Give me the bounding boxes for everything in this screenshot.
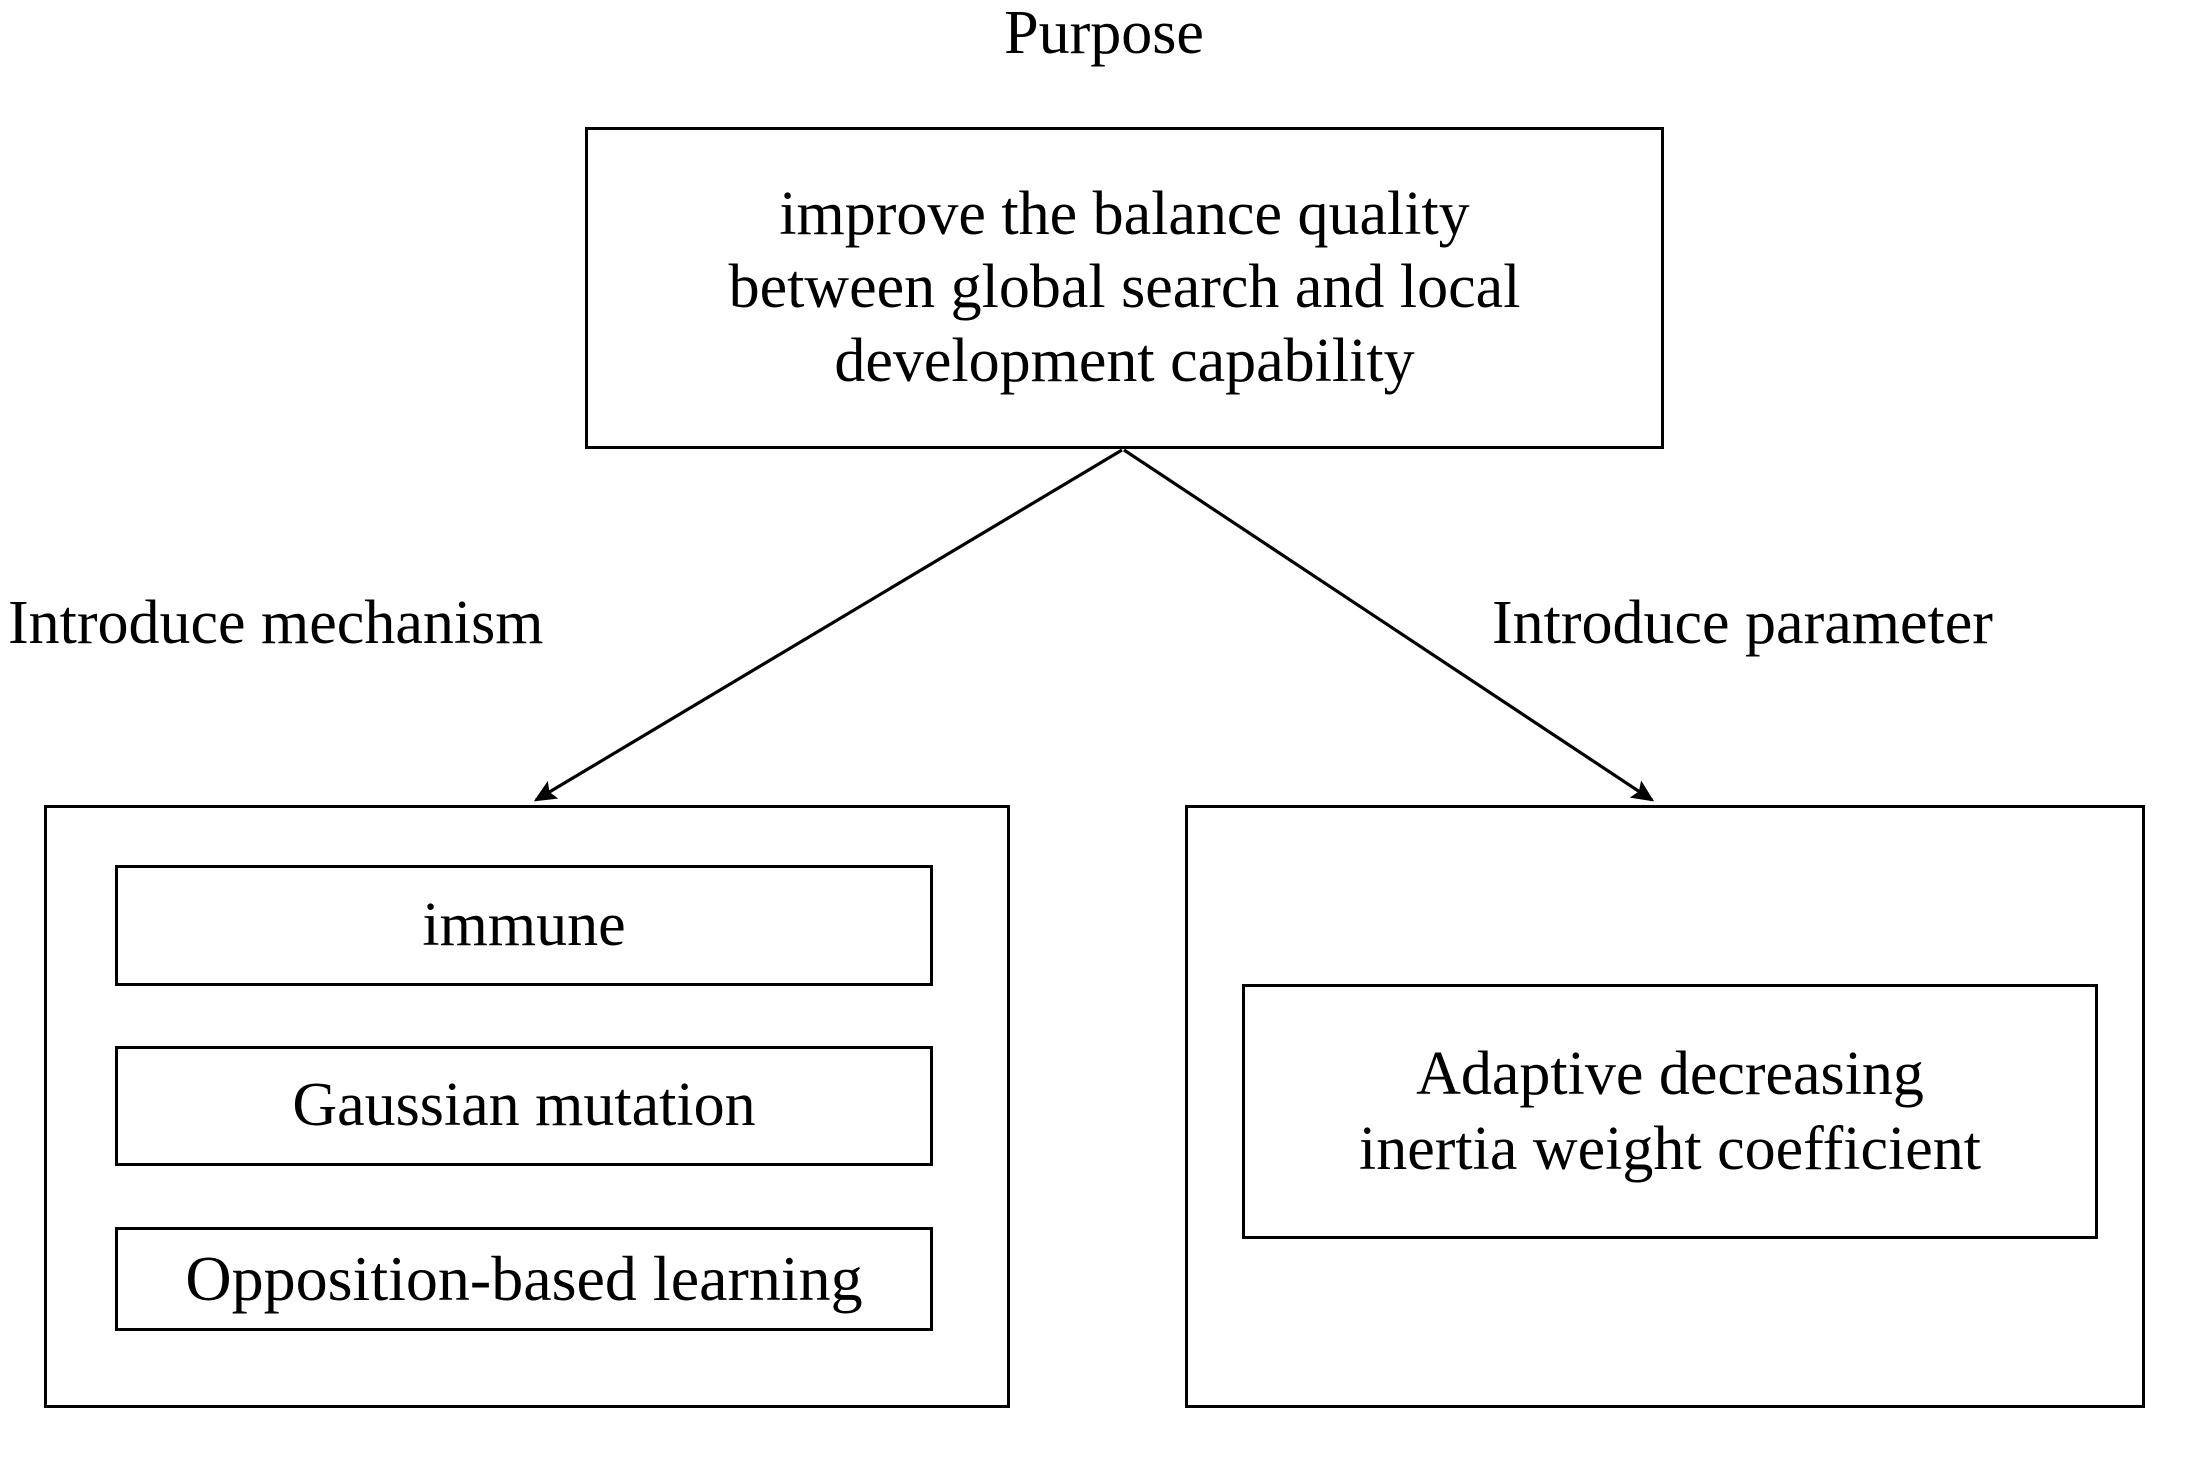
arrow-to-mechanism-line: [533, 448, 1123, 802]
mechanism-item-gaussian-mutation: Gaussian mutation: [115, 1046, 933, 1166]
introduce-parameter-label: Introduce parameter: [1492, 589, 1993, 657]
introduce-mechanism-label: Introduce mechanism: [8, 589, 544, 657]
purpose-box-line-1: improve the balance quality: [779, 180, 1470, 249]
parameter-item-adaptive-inertia-weight-label: Adaptive decreasing inertia weight coeff…: [1349, 1037, 1991, 1186]
purpose-title-label: Purpose: [1004, 0, 1204, 67]
purpose-box-line-2: between global search and local: [728, 253, 1521, 322]
mechanism-item-gaussian-mutation-label: Gaussian mutation: [292, 1071, 756, 1140]
mechanism-item-immune-label: immune: [422, 890, 626, 959]
mechanism-item-immune: immune: [115, 865, 933, 986]
purpose-box-text: improve the balance quality between glob…: [715, 178, 1535, 397]
purpose-box-line-3: development capability: [834, 326, 1415, 395]
parameter-item-adaptive-inertia-weight: Adaptive decreasing inertia weight coeff…: [1242, 984, 2098, 1239]
parameter-item-line-2: inertia weight coefficient: [1358, 1114, 1982, 1183]
mechanism-item-opposition-based-learning-label: Opposition-based learning: [185, 1242, 863, 1314]
mechanism-item-opposition-based-learning: Opposition-based learning: [115, 1227, 933, 1331]
parameter-item-line-1: Adaptive decreasing: [1416, 1040, 1924, 1109]
purpose-box: improve the balance quality between glob…: [585, 127, 1664, 449]
